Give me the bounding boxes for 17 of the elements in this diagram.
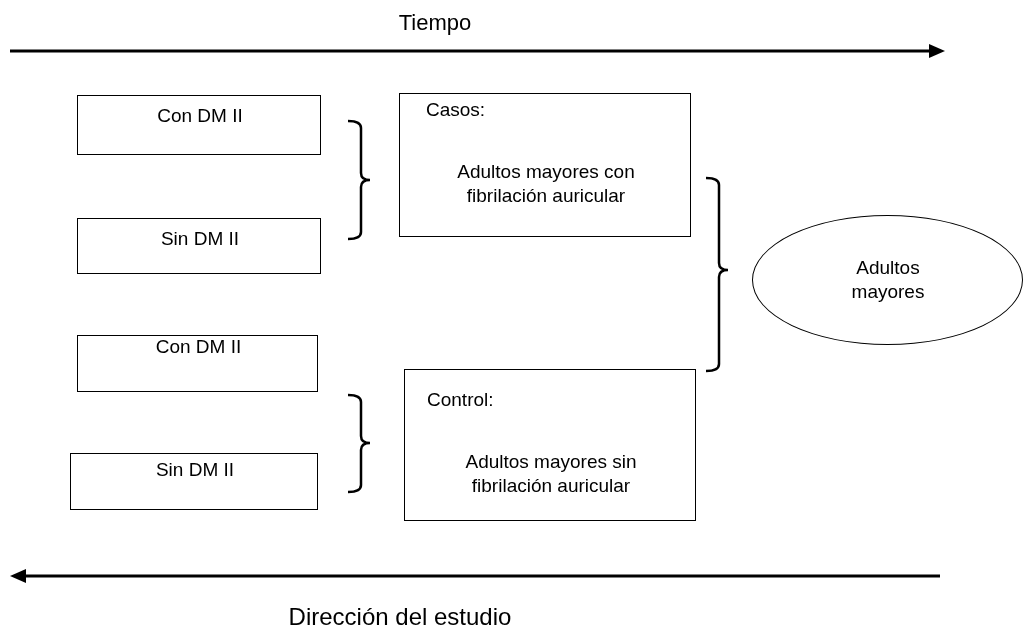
box-text: Adultos mayores sin fibrilación auricular: [464, 450, 638, 498]
group-box: [77, 335, 318, 392]
group-box: [77, 218, 321, 274]
box-text: Adultos mayores: [850, 256, 926, 304]
group-box: [399, 93, 691, 237]
group-box: [404, 369, 696, 521]
axis-label: Dirección del estudio: [287, 602, 513, 632]
box-text: Con DM II: [156, 104, 244, 128]
group-box: [77, 95, 321, 155]
box-heading: Casos:: [426, 98, 487, 122]
box-text: Sin DM II: [159, 227, 241, 251]
box-text: Con DM II: [154, 335, 243, 359]
box-text: Adultos mayores con fibrilación auricular: [456, 160, 636, 208]
box-heading: Control:: [427, 388, 495, 412]
group-box: [70, 453, 318, 510]
axis-label: Tiempo: [397, 9, 473, 37]
box-text: Sin DM II: [154, 458, 236, 482]
